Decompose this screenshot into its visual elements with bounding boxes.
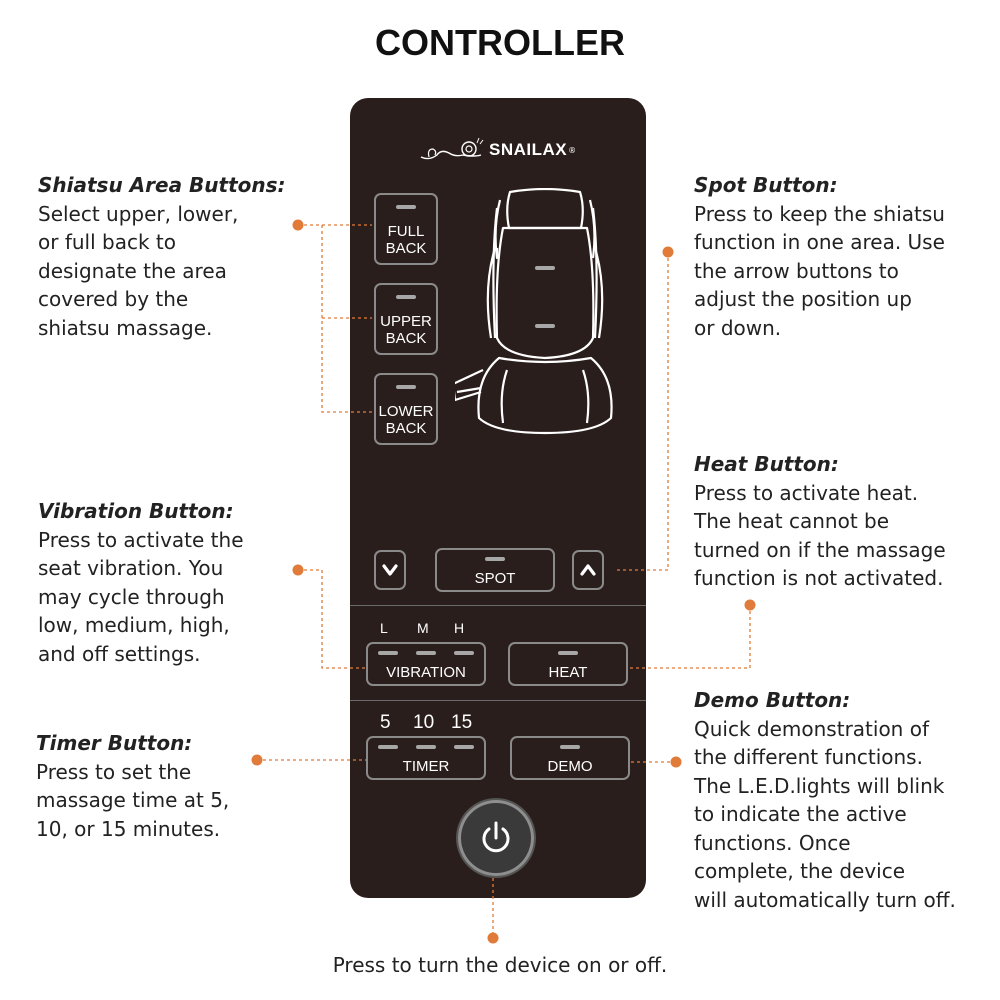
timer-callout-title: Timer Button:	[36, 731, 193, 755]
spot-callout-title: Spot Button:	[694, 173, 838, 197]
upper-back-led	[396, 295, 416, 299]
spot-callout-dot	[662, 246, 674, 258]
lower-back-label: LOWER BACK	[378, 403, 434, 437]
heat-callout: Heat Button: Press to activate heat. The…	[694, 450, 946, 593]
vibration-label: VIBRATION	[386, 664, 466, 681]
vibration-led-high	[454, 651, 474, 655]
divider-top	[350, 605, 646, 606]
power-callout-dot	[487, 932, 499, 944]
shiatsu-callout-text: Select upper, lower, or full back to des…	[38, 201, 239, 340]
page-title: CONTROLLER	[375, 22, 625, 63]
shiatsu-callout-title: Shiatsu Area Buttons:	[38, 173, 286, 197]
heat-label: HEAT	[548, 664, 588, 681]
spot-callout-text: Press to keep the shiatsu function in on…	[694, 201, 945, 340]
vibration-callout: Vibration Button: Press to activate the …	[38, 497, 244, 668]
heat-button[interactable]: HEAT	[508, 642, 628, 686]
spot-button[interactable]: SPOT	[435, 548, 555, 592]
vibration-callout-text: Press to activate the seat vibration. Yo…	[38, 527, 244, 666]
vibration-led-low	[378, 651, 398, 655]
massage-seat-icon	[455, 188, 613, 435]
demo-callout-text: Quick demonstration of the different fun…	[694, 716, 956, 912]
timer-led-15	[454, 745, 474, 749]
chevron-up-icon	[580, 564, 596, 576]
power-icon	[482, 821, 510, 853]
snail-logo-icon	[420, 137, 484, 160]
upper-back-button[interactable]: UPPER BACK	[374, 283, 438, 355]
chevron-down-icon	[382, 564, 398, 576]
full-back-button[interactable]: FULL BACK	[374, 193, 438, 265]
timer-level-15: 15	[451, 712, 473, 733]
shiatsu-callout: Shiatsu Area Buttons: Select upper, lowe…	[38, 171, 286, 342]
brand-name: SNAILAX	[489, 140, 568, 159]
demo-callout-dot	[670, 756, 682, 768]
spot-led	[485, 557, 505, 561]
shiatsu-callout-dot	[292, 219, 304, 231]
power-caption: Press to turn the device on or off.	[332, 953, 668, 977]
demo-led	[560, 745, 580, 749]
timer-button[interactable]: TIMER	[366, 736, 486, 780]
heat-callout-title: Heat Button:	[694, 452, 839, 476]
timer-level-10: 10	[413, 712, 435, 733]
lower-back-button[interactable]: LOWER BACK	[374, 373, 438, 445]
power-button[interactable]	[458, 800, 534, 876]
timer-level-5: 5	[380, 712, 391, 733]
spot-down-button[interactable]	[374, 550, 406, 590]
controller-remote: SNAILAX ® FULL BACK UPPER BACK LOWER BAC…	[350, 98, 646, 898]
spot-label: SPOT	[474, 570, 516, 587]
vibration-leds	[378, 651, 474, 655]
full-back-led	[396, 205, 416, 209]
brand-logo: SNAILAX ®	[415, 135, 595, 165]
vibration-level-medium: M	[417, 620, 429, 636]
vibration-callout-dot	[292, 564, 304, 576]
vibration-button[interactable]: VIBRATION	[366, 642, 486, 686]
heat-callout-dot	[744, 599, 756, 611]
vibration-level-low: L	[380, 620, 388, 636]
full-back-label: FULL BACK	[385, 223, 427, 257]
lower-back-led	[396, 385, 416, 389]
timer-led-5	[378, 745, 398, 749]
demo-label: DEMO	[547, 758, 593, 775]
timer-callout: Timer Button: Press to set the massage t…	[36, 729, 229, 843]
divider-bottom	[350, 700, 646, 701]
vibration-callout-title: Vibration Button:	[38, 499, 234, 523]
timer-callout-dot	[251, 754, 263, 766]
demo-callout-title: Demo Button:	[694, 688, 851, 712]
vibration-level-high: H	[454, 620, 465, 636]
demo-button[interactable]: DEMO	[510, 736, 630, 780]
heat-callout-text: Press to activate heat. The heat cannot …	[694, 480, 946, 591]
demo-callout: Demo Button: Quick demonstration of the …	[694, 686, 956, 914]
heat-led	[558, 651, 578, 655]
timer-label: TIMER	[402, 758, 450, 775]
spot-up-button[interactable]	[572, 550, 604, 590]
timer-leds	[378, 745, 474, 749]
timer-led-10	[416, 745, 436, 749]
registered-mark: ®	[568, 145, 577, 155]
spot-callout: Spot Button: Press to keep the shiatsu f…	[694, 171, 945, 342]
upper-back-label: UPPER BACK	[380, 313, 432, 347]
timer-callout-text: Press to set the massage time at 5, 10, …	[36, 759, 230, 841]
vibration-led-medium	[416, 651, 436, 655]
